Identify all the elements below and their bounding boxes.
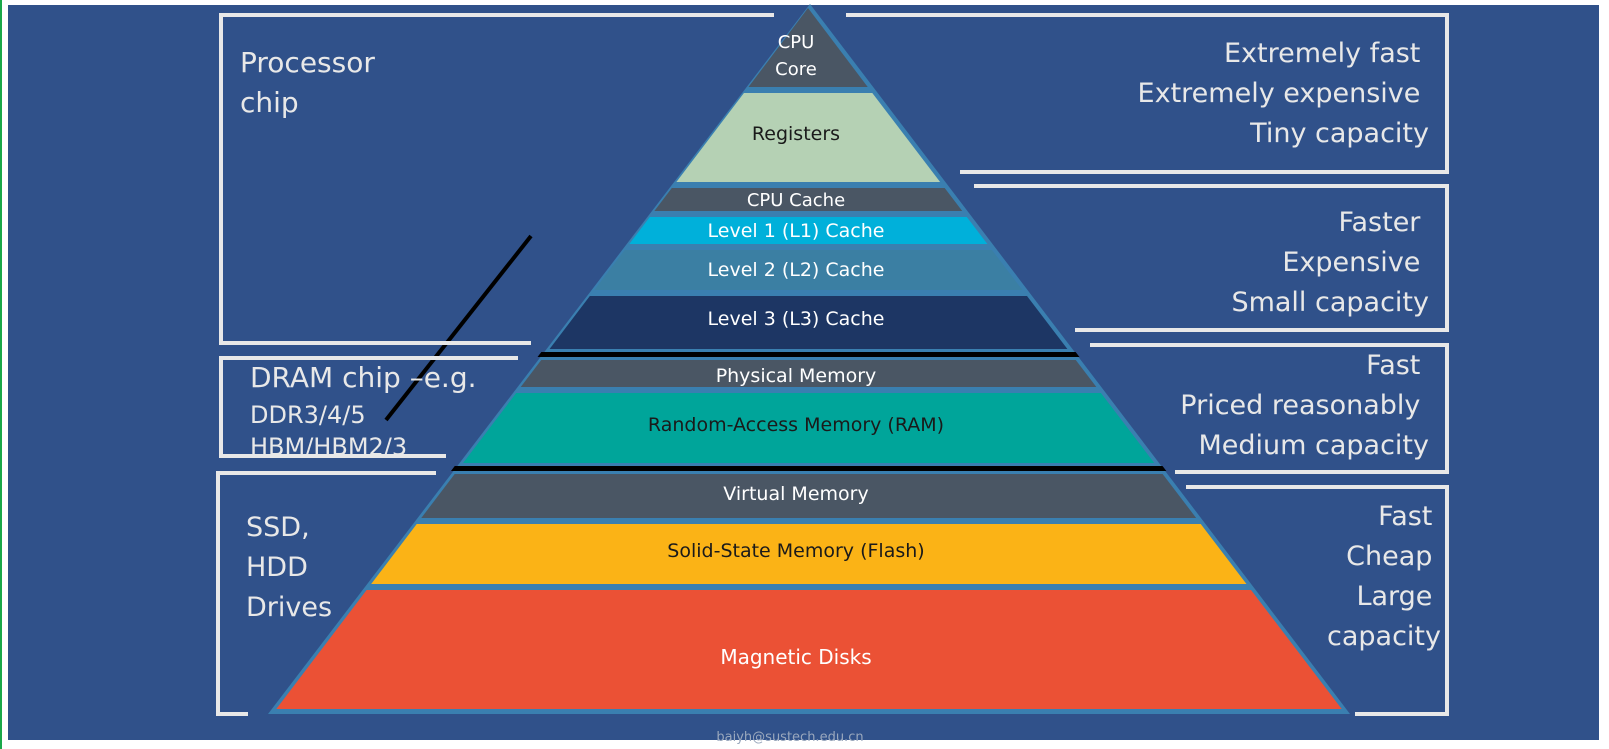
tier-registers — [676, 93, 941, 182]
tier-physical-memory — [520, 360, 1097, 387]
tier-label-line: Core — [775, 59, 817, 80]
tier-label-line: Solid-State Memory (Flash) — [667, 540, 924, 562]
tier-label-line: Random-Access Memory (RAM) — [648, 414, 944, 436]
tier-label-line: Level 1 (L1) Cache — [708, 220, 885, 242]
bracket-faster — [974, 184, 1449, 332]
tier-cpu-core — [748, 8, 868, 87]
right-group-faster: Faster Expensive Small capacity — [1231, 207, 1429, 318]
tier-l1-cache — [629, 217, 988, 244]
bracket-processor-chip — [219, 13, 774, 345]
bracket-storage-drives — [216, 471, 436, 716]
tier-label-line: Registers — [752, 123, 840, 145]
tier-magnetic-disks — [276, 590, 1342, 709]
tier-label-magnetic-disks: Magnetic Disks — [720, 645, 871, 669]
tier-label-line: CPU Cache — [747, 190, 845, 211]
bracket-extremely-fast — [846, 13, 1449, 174]
tier-label-l1-cache: Level 1 (L1) Cache — [708, 220, 885, 242]
tier-label-cpu-cache: CPU Cache — [747, 190, 845, 211]
left-group-storage-drives: SSD, HDD Drives — [246, 512, 332, 623]
tier-flash — [371, 524, 1247, 584]
footer-email: baiyh@sustech.edu.cn — [716, 730, 863, 745]
tier-l2-cache — [594, 250, 1023, 290]
tier-l3-cache — [549, 296, 1068, 349]
bracket-fast-cheap — [1186, 485, 1449, 716]
tier-label-line: Level 3 (L3) Cache — [708, 308, 885, 330]
tier-label-line: CPU — [778, 32, 815, 53]
left-edge-line — [0, 0, 2, 749]
pyramid-separators — [450, 352, 1167, 471]
diagonal-pointer-line — [384, 234, 533, 422]
bracket-dram-chip — [219, 356, 518, 458]
tier-label-line: Virtual Memory — [723, 483, 868, 505]
tier-label-line: Magnetic Disks — [720, 645, 871, 669]
left-group-dram-chip: DRAM chip –e.g. DDR3/4/5 HBM/HBM2/3 — [250, 361, 482, 461]
tier-label-l3-cache: Level 3 (L3) Cache — [708, 308, 885, 330]
tier-ram — [463, 393, 1155, 463]
left-group-processor-chip: Processor chip — [240, 46, 384, 119]
right-group-fast-cheap: Fast Cheap Large capacity — [1327, 501, 1441, 652]
tier-label-line: Physical Memory — [716, 365, 877, 387]
tier-label-line: Level 2 (L2) Cache — [708, 259, 885, 281]
right-group-extremely-fast: Extremely fast Extremely expensive Tiny … — [1138, 38, 1429, 149]
tier-label-ram: Random-Access Memory (RAM) — [648, 414, 944, 436]
tier-label-l2-cache: Level 2 (L2) Cache — [708, 259, 885, 281]
tier-label-registers: Registers — [752, 123, 840, 145]
tier-separator-1 — [537, 352, 1080, 357]
tier-cpu-cache — [654, 188, 963, 211]
tier-label-virtual-memory: Virtual Memory — [723, 483, 868, 505]
tier-label-flash: Solid-State Memory (Flash) — [667, 540, 924, 562]
tier-virtual-memory — [421, 474, 1197, 518]
bracket-fast-reasonable — [1090, 343, 1449, 474]
tier-label-cpu-core: CPU Core — [775, 32, 817, 80]
tier-label-physical-memory: Physical Memory — [716, 365, 877, 387]
tier-separator-2 — [450, 466, 1167, 471]
right-group-fast-reasonable: Fast Priced reasonably Medium capacity — [1180, 350, 1429, 461]
